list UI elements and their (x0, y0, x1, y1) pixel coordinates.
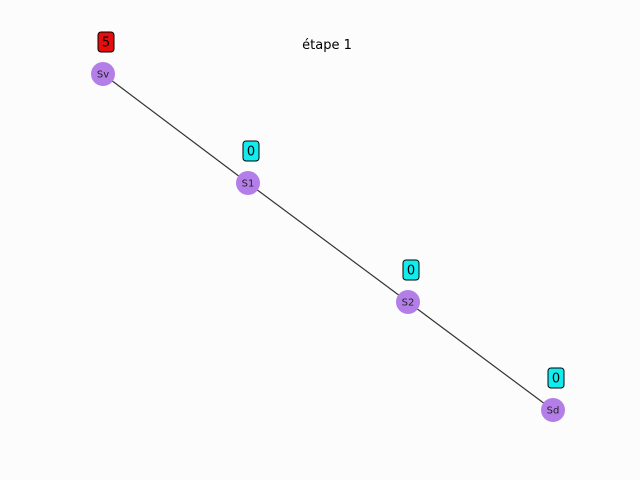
value-badge (547, 367, 565, 389)
edge-S2-Sd (407, 301, 554, 411)
node-Sd: Sd 0 (541, 367, 565, 422)
value-badge (402, 259, 420, 281)
value-badge-text: 0 (552, 372, 560, 387)
value-badge-text: 0 (407, 264, 415, 279)
value-badge (97, 31, 115, 53)
node-label: S1 (242, 179, 255, 190)
node-circle (236, 171, 260, 195)
node-S2: S2 0 (396, 259, 420, 314)
edge-Sv-S1 (102, 73, 249, 184)
node-label: Sd (547, 406, 560, 417)
value-badge-text: 5 (102, 36, 110, 51)
diagram-title: étape 1 (302, 38, 352, 53)
node-label: Sv (97, 70, 109, 81)
edge-S1-S2 (247, 182, 409, 303)
node-label: S2 (402, 298, 415, 309)
node-Sv: Sv 5 (91, 31, 115, 86)
node-S1: S1 0 (236, 140, 260, 195)
node-circle (541, 398, 565, 422)
node-circle (91, 62, 115, 86)
edges-layer (102, 73, 554, 411)
value-badge-text: 0 (247, 145, 255, 160)
value-badge (242, 140, 260, 162)
node-circle (396, 290, 420, 314)
